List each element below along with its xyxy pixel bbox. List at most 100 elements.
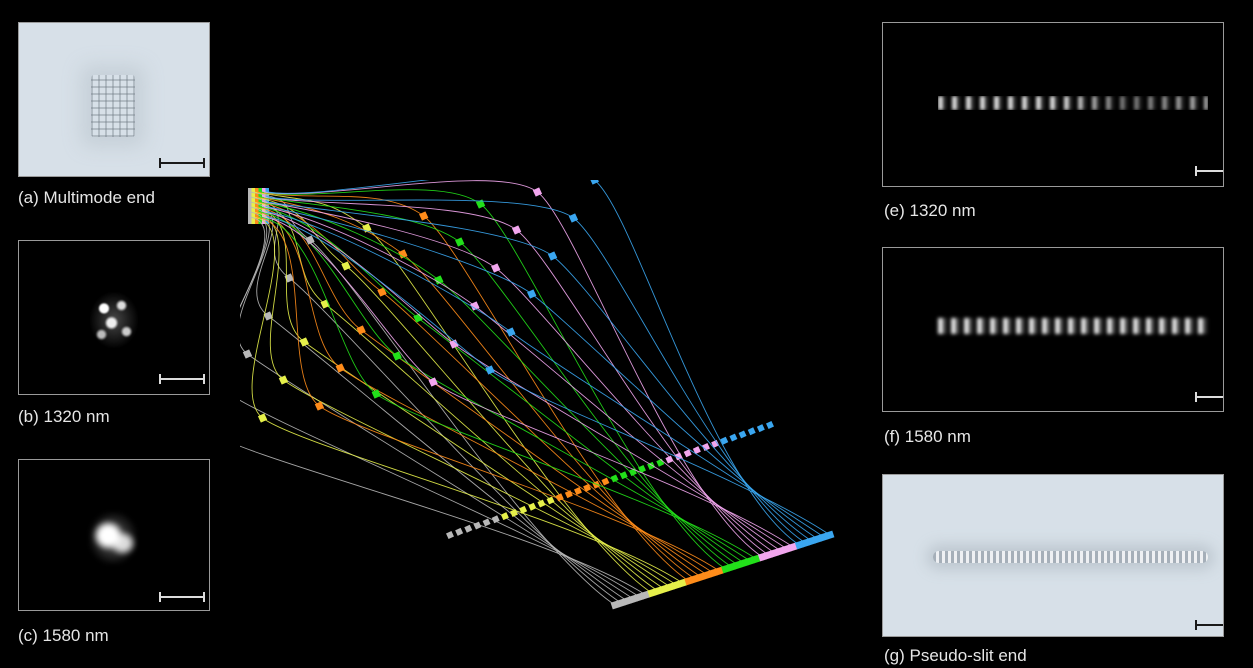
slit-end-block — [819, 532, 829, 542]
waveguide-marker — [500, 512, 509, 521]
waveguide-path — [253, 206, 671, 588]
waveguide-marker — [263, 311, 273, 321]
slit-end-block — [788, 542, 798, 552]
slit-end-block — [782, 544, 792, 554]
slit-end-block — [776, 546, 786, 556]
waveguide-marker — [398, 249, 408, 259]
waveguide-marker — [371, 389, 381, 399]
slit-end-block — [813, 534, 823, 544]
waveguide-path — [267, 180, 800, 546]
slit-end-block — [727, 562, 737, 572]
input-bundle-strip — [255, 188, 259, 224]
slit-end-block — [610, 600, 620, 610]
slit-end-block — [715, 566, 724, 576]
waveguide-marker — [583, 483, 592, 492]
slit-end-block — [659, 584, 669, 594]
caption-f: (f) 1580 nm — [884, 427, 971, 446]
input-bundle-strip — [258, 188, 262, 224]
slit-end-block — [690, 574, 700, 584]
waveguide-marker — [455, 237, 465, 247]
multimode-end-photo-panel — [18, 22, 210, 177]
speckle-pattern — [89, 512, 137, 564]
waveguide-marker — [766, 421, 774, 429]
spot-line — [938, 318, 1208, 334]
waveguide-marker — [574, 487, 582, 495]
slit-end-block — [672, 580, 681, 590]
waveguide-marker — [711, 439, 720, 448]
slit-waveguide-line — [933, 551, 1208, 563]
waveguide-path — [253, 201, 665, 590]
waveguide-marker — [356, 325, 366, 335]
slit-end-block — [665, 582, 675, 592]
waveguide-marker — [665, 455, 674, 464]
slit-end-block — [751, 554, 761, 564]
waveguide-path — [260, 189, 726, 570]
waveguide-marker — [419, 211, 429, 221]
input-bundle-strip — [262, 188, 266, 224]
slit-end-block — [721, 564, 730, 574]
caption-g: (g) Pseudo-slit end — [884, 646, 1027, 665]
slit-end-block — [629, 594, 638, 604]
waveguide-marker — [491, 515, 500, 524]
waveguide-marker — [756, 424, 765, 433]
waveguide-marker — [482, 518, 491, 527]
waveguide-marker — [278, 375, 289, 385]
waveguide-marker — [446, 531, 454, 539]
waveguide-marker — [449, 339, 459, 349]
slit-end-block — [801, 538, 810, 548]
waveguide-marker — [257, 413, 268, 423]
waveguide-marker — [720, 436, 729, 445]
waveguide-path — [253, 211, 677, 586]
waveguide-marker — [546, 496, 555, 505]
waveguide-marker — [592, 480, 601, 489]
waveguide-marker — [601, 477, 610, 486]
waveguide-marker — [683, 449, 692, 458]
caption-a: (a) Multimode end — [18, 188, 156, 207]
caption-e: (e) 1320 nm — [884, 201, 976, 220]
waveguide-path — [260, 206, 745, 564]
waveguide-path — [256, 211, 714, 574]
waveguide-path — [263, 196, 769, 556]
waveguide-marker — [537, 499, 546, 508]
slit-output-1320nm-panel — [882, 22, 1224, 187]
waveguide-path — [256, 201, 702, 578]
waveguide-marker — [464, 524, 473, 533]
waveguide-path — [240, 216, 646, 596]
scale-bar — [159, 158, 205, 168]
waveguide-marker — [470, 301, 480, 311]
slit-end-block — [745, 556, 755, 566]
pseudo-slit-end-photo-panel — [882, 474, 1224, 637]
waveguide-marker — [506, 327, 516, 337]
waveguide-marker — [475, 199, 486, 209]
waveguide-marker — [341, 261, 351, 271]
waveguide-marker — [335, 363, 345, 373]
waveguide-marker — [692, 446, 701, 455]
waveguide-marker — [656, 458, 665, 467]
slit-end-block — [647, 588, 657, 598]
scale-bar — [159, 592, 205, 602]
waveguide-marker — [519, 505, 528, 514]
waveguide-marker — [377, 287, 387, 297]
slit-end-block — [684, 576, 694, 586]
slit-end-block — [702, 570, 712, 580]
waveguide-path — [256, 216, 720, 572]
scale-bar — [159, 374, 205, 384]
waveguide-path — [260, 211, 751, 562]
slit-end-block — [770, 548, 780, 558]
waveguide-path — [263, 201, 775, 554]
slit-end-block — [696, 572, 706, 582]
waveguide-path — [240, 206, 634, 600]
waveguide-path — [240, 211, 640, 598]
speckle-pattern — [89, 291, 139, 349]
slit-end-block — [764, 550, 773, 560]
caption-b: (b) 1320 nm — [18, 407, 110, 426]
waveguide-marker — [491, 263, 501, 273]
slit-end-block — [641, 590, 651, 600]
waveguide-path — [267, 211, 825, 538]
waveguide-marker — [511, 225, 522, 235]
slit-end-block — [635, 592, 644, 602]
waveguide-marker — [729, 433, 738, 442]
waveguide-marker — [547, 251, 558, 261]
waveguide-path — [249, 201, 628, 602]
waveguide-marker — [455, 527, 464, 536]
